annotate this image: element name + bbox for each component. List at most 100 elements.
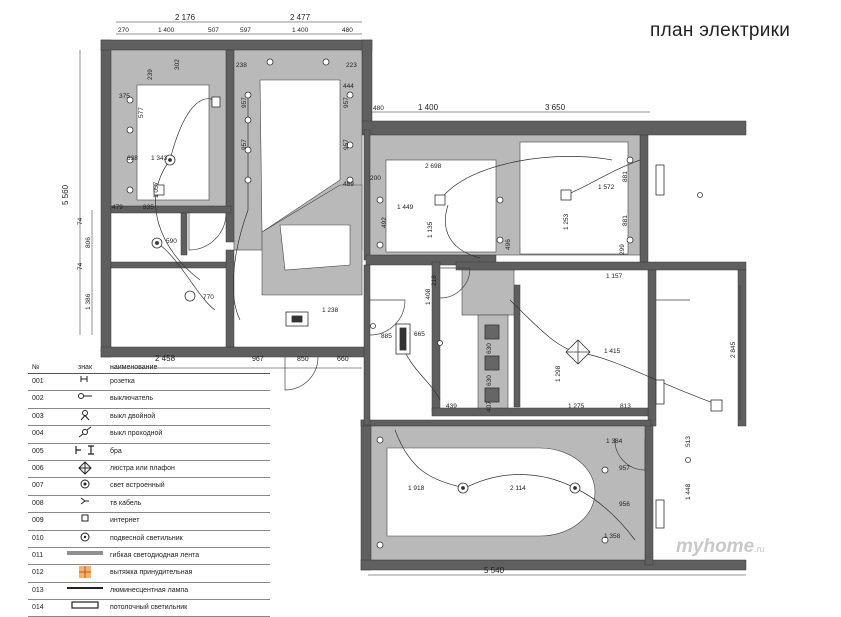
dim-label: 223 xyxy=(346,62,357,69)
fluorescent-lamp-icon xyxy=(655,499,665,529)
legend-name: подвесной светильник xyxy=(110,534,183,542)
ceiling-zone xyxy=(385,159,497,253)
fluorescent-lamp-icon xyxy=(60,583,110,599)
recessed-light-icon xyxy=(346,176,354,184)
ceiling-light-icon xyxy=(60,600,110,616)
dim-label: 299 xyxy=(619,244,626,255)
dim-label: 638 xyxy=(127,155,138,162)
legend-name: бра xyxy=(110,447,122,455)
dim-label: 200 xyxy=(370,175,381,182)
dim-label: 577 xyxy=(138,107,145,118)
dim-label: 835 xyxy=(143,204,154,211)
pass-switch-icon xyxy=(60,426,110,442)
wall xyxy=(100,346,367,358)
legend-no: 013 xyxy=(32,586,44,594)
socket-icon xyxy=(60,374,110,390)
dim-label: 881 xyxy=(622,215,629,226)
dim-label: 1 057 xyxy=(153,181,160,198)
wall xyxy=(363,264,371,426)
dim-label: 270 xyxy=(118,27,129,34)
legend-name: потолочный светильник xyxy=(110,604,188,612)
walls xyxy=(100,39,747,571)
watermark-suffix: .ru xyxy=(754,544,765,554)
dim-label: 630 xyxy=(486,375,493,386)
dim-label: 1 408 xyxy=(425,288,432,305)
legend-no: 010 xyxy=(32,534,44,542)
legend-header-no: № xyxy=(32,364,40,371)
recessed-light-icon xyxy=(126,186,134,194)
dim-label: 1 400 xyxy=(292,27,309,34)
dim-label: 1 572 xyxy=(598,184,615,191)
legend-row: 005 бра xyxy=(28,444,270,461)
dim-label: 480 xyxy=(373,105,384,112)
wall xyxy=(431,407,649,417)
ceiling-light-icon xyxy=(291,315,303,323)
legend-name: тв кабель xyxy=(110,499,142,507)
dim-label: 513 xyxy=(685,436,692,447)
legend-name: гибкая светодиодная лента xyxy=(110,551,200,559)
recessed-light-icon xyxy=(626,236,634,244)
wall xyxy=(360,419,652,427)
legend-no: 009 xyxy=(32,517,44,525)
dim-label: 850 xyxy=(297,356,309,363)
recessed-light-icon xyxy=(376,541,384,549)
legend-name: выкл двойной xyxy=(110,412,156,420)
legend-no: 007 xyxy=(32,482,44,490)
legend-no: 014 xyxy=(32,604,44,612)
switch-icon xyxy=(60,391,110,407)
ceiling-light-icon xyxy=(710,399,723,412)
legend-row: 009 интернет xyxy=(28,513,270,531)
dim-label: 813 xyxy=(620,403,631,410)
legend-row: 004 выкл проходной xyxy=(28,426,270,444)
legend-no: 001 xyxy=(32,378,44,385)
legend-no: 005 xyxy=(32,447,44,455)
fixtures xyxy=(126,58,723,549)
wall xyxy=(110,205,232,214)
recessed-light-icon xyxy=(126,156,134,164)
dim-label: 881 xyxy=(622,171,629,182)
dim-label: 5 560 xyxy=(61,184,70,205)
legend-name: интернет xyxy=(110,517,140,525)
recessed-light-icon xyxy=(244,116,252,124)
ceiling-light-icon xyxy=(484,355,500,371)
legend-no: 004 xyxy=(32,430,44,438)
recessed-light-icon xyxy=(244,176,252,184)
dim-label: 957 xyxy=(619,465,630,472)
recessed-light-icon xyxy=(601,466,609,474)
legend-no: 011 xyxy=(32,551,44,559)
legend-name: выкл проходной xyxy=(110,430,163,438)
electrical-plan-drawing: 2 176 2 477 270 1 400 507 597 1 400 480 … xyxy=(61,13,747,576)
ceiling-light-icon xyxy=(484,324,500,340)
wall xyxy=(180,212,188,256)
recessed-light-icon xyxy=(376,436,384,444)
dim-label: 806 xyxy=(85,237,92,248)
wall xyxy=(360,559,747,571)
legend-no: 003 xyxy=(32,412,44,420)
wall xyxy=(100,39,112,358)
legend-no: 008 xyxy=(32,499,44,507)
dim-label: 597 xyxy=(240,27,251,34)
exhaust-fan-icon xyxy=(60,565,110,581)
chandelier-icon xyxy=(565,339,591,365)
legend-row: 011 гибкая светодиодная лента xyxy=(28,548,270,566)
wall xyxy=(513,284,521,408)
wall xyxy=(225,249,235,348)
tv-cable-icon xyxy=(60,496,110,512)
socket-icon xyxy=(685,457,691,463)
double-switch-icon xyxy=(60,409,110,425)
ceiling-zones xyxy=(110,49,646,561)
dim-label: 957 xyxy=(241,97,248,108)
dim-label: 74 xyxy=(77,217,84,225)
dim-label: 480 xyxy=(342,27,353,34)
legend-row: 003 выкл двойной xyxy=(28,409,270,427)
recessed-light-icon xyxy=(376,241,384,249)
ceiling-light-icon xyxy=(399,327,407,351)
ceiling-zone xyxy=(519,141,629,255)
dim-label: 489 xyxy=(343,181,354,188)
recessed-light-icon xyxy=(322,58,330,66)
pendant-light-icon xyxy=(60,531,110,547)
recessed-light-icon xyxy=(376,196,384,204)
